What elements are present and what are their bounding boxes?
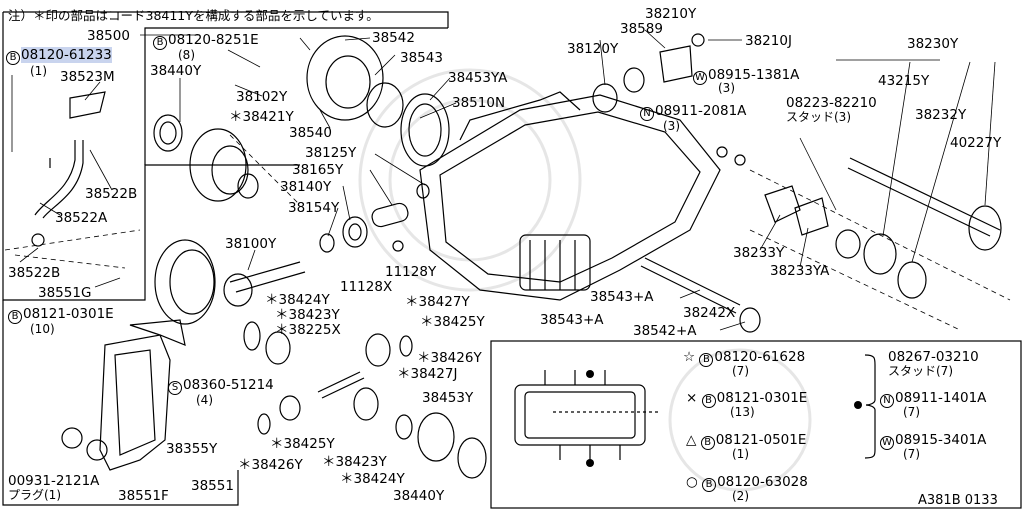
part-label-38233Y: 38233Y [733,245,785,261]
part-label-38421Y: ＊38421Y [229,109,294,125]
part-label-38165Y: 38165Y [292,162,344,178]
part-label-38453YA: 38453YA [448,70,508,86]
part-label-38500: 38500 [87,28,130,44]
part-label-38423Y: ＊38423Y [275,307,340,323]
part-label-38125Y: 38125Y [305,145,357,161]
legend-dot-washer-qty: (7) [903,447,920,461]
part-qty-08911-2081A: (3) [663,119,680,133]
part-label-38424Y: ＊38424Y [265,292,330,308]
part-label-38551G: 38551G [38,285,92,301]
part-label-38230Y: 38230Y [907,36,959,52]
legend-dot-nut-qty: (7) [903,405,920,419]
part-label-38543A: 38543+A [590,289,654,305]
part-qty-08223-82210: スタッド(3) [786,110,851,124]
part-qty-08915-1381A: (3) [718,81,735,95]
part-label-38242X: 38242X [683,305,736,321]
part-label-38522A: 38522A [55,210,108,226]
part-label-38140Y: 38140Y [280,179,332,195]
part-label-38427J: ＊38427J [397,366,458,382]
part-label-38426Y-lower: ＊38426Y [238,457,303,473]
part-label-38540: 38540 [289,125,332,141]
part-label-38551: 38551 [191,478,234,494]
part-label-38523M: 38523M [60,69,115,85]
part-label-38120Y: 38120Y [567,41,619,57]
diagram-code: A381B 0133 [918,493,998,508]
part-label-38551F: 38551F [118,488,169,504]
part-label-38510N: 38510N [452,95,506,111]
part-label-38522B: 38522B [85,186,138,202]
part-qty-08121-0301E: (10) [30,322,55,336]
part-label-38589: 38589 [620,21,663,37]
part-label-38542: 38542 [372,30,415,46]
part-label-38543A-2: 38543+A [540,312,604,328]
legend-dot-stud: 08267-03210 [888,349,979,365]
part-label-38233YA: 38233YA [770,263,830,279]
part-label-38522B-lower: 38522B [8,265,61,281]
part-label-38100Y: 38100Y [225,236,277,252]
legend-qty-cross: (13) [730,405,755,419]
part-label-38440Y-lower: 38440Y [393,488,445,504]
part-label-38440Y: 38440Y [150,63,202,79]
legend-qty-star: (7) [732,364,749,378]
part-label-38453Y: 38453Y [422,390,474,406]
note-text: 注）＊印の部品はコード38411Yを構成する部品を示しています。 [8,8,379,23]
part-label-08223-82210: 08223-82210 [786,95,877,111]
part-label-40227Y: 40227Y [950,135,1002,151]
part-label-43215Y: 43215Y [878,73,930,89]
part-label-38427Y: ＊38427Y [405,294,470,310]
part-label-38210Y: 38210Y [645,6,697,22]
part-label-38210J: 38210J [745,33,792,49]
part-label-38154Y: 38154Y [288,200,340,216]
part-label-38425Y-lower: ＊38425Y [270,436,335,452]
legend-qty-circle: (2) [732,489,749,503]
part-label-38355Y: 38355Y [166,441,218,457]
part-label-11128Y: 11128Y [385,264,437,280]
legend-qty-triangle: (1) [732,447,749,461]
part-label-38423Y-lower: ＊38423Y [322,454,387,470]
part-qty-00931-2121A: プラグ(1) [8,488,61,502]
part-label-38424Y-lower: ＊38424Y [340,471,405,487]
part-label-38543: 38543 [400,50,443,66]
part-label-38426Y: ＊38426Y [417,350,482,366]
part-label-38225X: ＊38225X [275,322,341,338]
part-label-11128X: 11128X [340,279,393,295]
part-label-00931-2121A: 00931-2121A [8,473,100,489]
part-label-38232Y: 38232Y [915,107,967,123]
part-label-38425Y: ＊38425Y [420,314,485,330]
legend-dot-stud-qty: スタッド(7) [888,364,953,378]
part-qty-08360-51214: (4) [196,393,213,407]
part-label-38542A: 38542+A [633,323,697,339]
part-qty-08120-61233: (1) [30,64,47,78]
part-qty-08120-8251E: (8) [178,48,195,62]
part-label-38102Y: 38102Y [236,89,288,105]
